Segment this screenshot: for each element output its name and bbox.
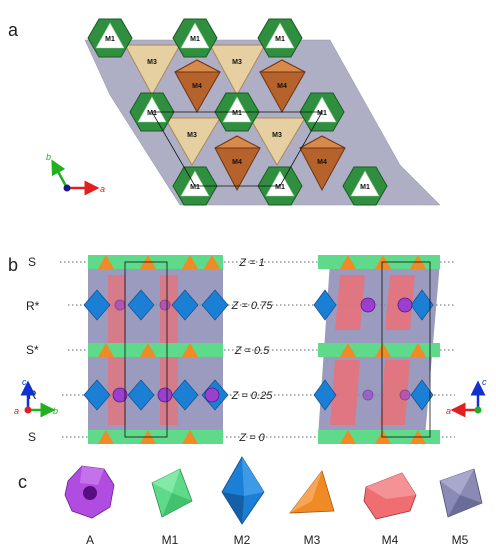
axis-a-label: a bbox=[100, 184, 105, 194]
m3-triangles bbox=[124, 44, 306, 166]
z-label: Z = 0 bbox=[238, 432, 265, 444]
axis-a-label: a bbox=[446, 406, 451, 416]
m4-label: M4 bbox=[192, 83, 202, 90]
polyhedron-m1 bbox=[151, 468, 193, 518]
axis-b-label: b bbox=[53, 406, 58, 416]
polyhedron-m4 bbox=[363, 472, 417, 520]
polyhedron-a bbox=[64, 465, 115, 519]
axis-b-label: b bbox=[46, 152, 51, 162]
m4-label: M4 bbox=[277, 83, 287, 90]
m1-label: M1 bbox=[232, 110, 242, 117]
panel-b-right-axes: c a bbox=[446, 377, 487, 418]
m3-label: M3 bbox=[147, 59, 157, 66]
m1-label: M1 bbox=[190, 36, 200, 43]
right-structure bbox=[313, 255, 440, 444]
m1-hexagons bbox=[87, 18, 388, 206]
m3-label: M3 bbox=[187, 132, 197, 139]
m1-label: M1 bbox=[317, 110, 327, 117]
panel-a-letter: a bbox=[8, 20, 19, 40]
z-label: Z = 1 bbox=[238, 257, 264, 269]
layer-label-r: R bbox=[28, 388, 37, 402]
polyhedron-label: A bbox=[86, 533, 94, 547]
m1-label: M1 bbox=[105, 36, 115, 43]
m4-octahedra bbox=[174, 59, 346, 192]
m1-label: M1 bbox=[360, 184, 370, 191]
panel-b-letter: b bbox=[8, 255, 19, 275]
panel-c-letter: c bbox=[18, 472, 27, 492]
polyhedron-label: M5 bbox=[452, 533, 469, 547]
polyhedron-m3 bbox=[289, 470, 335, 514]
m4-label: M4 bbox=[232, 159, 242, 166]
layer-label-s: S bbox=[28, 430, 36, 444]
polyhedron-label: M4 bbox=[382, 533, 399, 547]
unit-cell-outline bbox=[151, 111, 323, 187]
axis-a-label: a bbox=[14, 406, 19, 416]
polyhedron-label: M3 bbox=[304, 533, 321, 547]
panel-a-structure: M1 M1 M1 M1 M1 M1 M1 M1 M1 M3 M3 M3 M3 M… bbox=[46, 18, 441, 206]
axis-c-label: c bbox=[482, 377, 487, 387]
z-label: Z = 0.75 bbox=[231, 300, 274, 312]
panel-b-structure: S R* S* R S bbox=[14, 255, 487, 444]
polyhedron-m5 bbox=[439, 468, 483, 518]
left-structure bbox=[83, 255, 229, 444]
m1-hex bbox=[257, 18, 303, 58]
m1-hex bbox=[172, 18, 218, 58]
m1-label: M1 bbox=[275, 36, 285, 43]
z-label: Z = 0.5 bbox=[234, 345, 270, 357]
panel-b-left-axes: c a b bbox=[14, 377, 58, 418]
layer-label-s: S bbox=[28, 255, 36, 269]
polyhedron-label: M2 bbox=[234, 533, 251, 547]
m3-label: M3 bbox=[272, 132, 282, 139]
z-label: Z = 0.25 bbox=[231, 390, 274, 402]
m3-label: M3 bbox=[232, 59, 242, 66]
layer-label-r-star: R* bbox=[26, 299, 40, 313]
m1-label: M1 bbox=[190, 184, 200, 191]
panel-a-axes: a b bbox=[46, 152, 105, 196]
polyhedron-m2 bbox=[221, 456, 265, 525]
m1-hex bbox=[87, 18, 133, 58]
m1-label: M1 bbox=[147, 110, 157, 117]
m4-label: M4 bbox=[317, 159, 327, 166]
axis-c-label: c bbox=[22, 377, 27, 387]
m1-label: M1 bbox=[275, 184, 285, 191]
layer-label-s-star: S* bbox=[26, 343, 39, 357]
m1-hex bbox=[342, 166, 388, 206]
panel-c-polyhedra: A M1 M2 M3 M4 M5 bbox=[64, 456, 483, 547]
polyhedron-label: M1 bbox=[162, 533, 179, 547]
